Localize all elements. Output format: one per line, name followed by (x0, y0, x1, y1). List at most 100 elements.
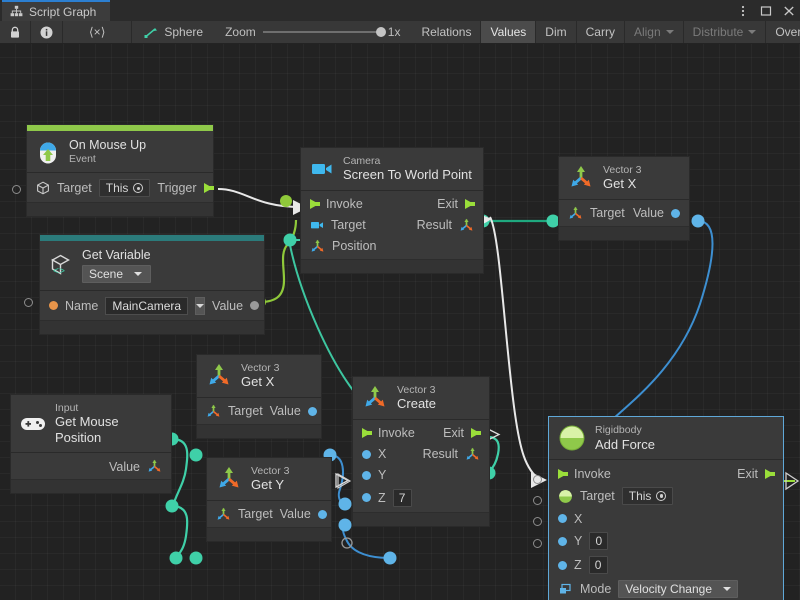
toolbar-button-values[interactable]: Values (481, 21, 537, 43)
port-get-variable-name-external[interactable] (24, 298, 33, 307)
input-port-x[interactable] (362, 449, 371, 459)
input-port-y[interactable] (362, 470, 371, 480)
breadcrumb[interactable]: Sphere (132, 21, 213, 43)
chevron-down-icon (665, 30, 674, 34)
port-rigidbody-mode-external[interactable] (533, 539, 542, 548)
force-mode-dropdown[interactable]: Velocity Change (618, 580, 739, 598)
graph-node-icon (144, 26, 158, 39)
row-target[interactable]: Target Value (197, 401, 321, 422)
zoom-slider-handle[interactable] (375, 27, 386, 37)
vector3-port-icon-value[interactable] (147, 459, 162, 474)
flow-out-port-exit[interactable] (765, 468, 775, 479)
input-port-x[interactable] (558, 514, 567, 523)
port-rigidbody-x-external[interactable] (533, 475, 542, 484)
node-footer (301, 258, 483, 273)
row-label-target: Target (331, 218, 366, 233)
more-options-icon[interactable] (736, 4, 750, 18)
maximize-icon[interactable] (759, 4, 773, 18)
node-camera-screen-to-world-point[interactable]: Camera Screen To World Point Invoke Exit (300, 147, 484, 274)
code-button[interactable]: ⟨×⟩ (63, 21, 133, 43)
input-port-z[interactable] (362, 493, 371, 503)
row-y[interactable]: Y 0 (549, 529, 783, 553)
port-on-mouse-up-target-external[interactable] (12, 185, 21, 194)
input-port-y[interactable] (558, 536, 567, 546)
target-this-chip[interactable]: This (98, 179, 151, 198)
input-port-z[interactable] (558, 560, 567, 570)
row-invoke[interactable]: Invoke Exit (549, 463, 783, 484)
toolbar-button-carry[interactable]: Carry (577, 21, 625, 43)
info-button[interactable] (31, 21, 63, 43)
flow-in-port-invoke[interactable] (310, 199, 320, 210)
row-z[interactable]: Z 7 (353, 486, 489, 510)
input-port-name[interactable] (49, 301, 58, 311)
toolbar-button-overview[interactable]: Overview (766, 21, 800, 43)
row-target[interactable]: Target This (549, 484, 783, 508)
node-title-block: Rigidbody Add Force (595, 424, 655, 452)
z-value-field[interactable]: 7 (392, 488, 412, 507)
row-label-target: Target (238, 507, 273, 522)
lock-button[interactable] (0, 21, 31, 43)
node-rigidbody-add-force[interactable]: Rigidbody Add Force Invoke Exit (548, 416, 784, 600)
output-port-value[interactable] (250, 301, 260, 311)
vector3-port-icon-target[interactable] (206, 404, 221, 419)
row-z[interactable]: Z 0 (549, 553, 783, 577)
node-on-mouse-up[interactable]: On Mouse Up Event Target This (26, 124, 214, 218)
target-picker-icon[interactable] (133, 183, 144, 194)
z-value-field[interactable]: 0 (588, 556, 608, 574)
target-picker-icon[interactable] (656, 491, 667, 501)
y-value-field[interactable]: 0 (589, 532, 609, 550)
close-icon[interactable] (782, 4, 796, 18)
row-invoke[interactable]: Invoke Exit (301, 194, 483, 215)
graph-canvas[interactable]: On Mouse Up Event Target This (0, 44, 800, 600)
row-name[interactable]: Name MainCamera Value (40, 294, 264, 318)
row-y[interactable]: Y (353, 465, 489, 486)
vector3-port-icon-result[interactable] (459, 218, 474, 233)
node-vector3-get-x-top[interactable]: Vector 3 Get X Target Value (558, 156, 690, 241)
row-x[interactable]: X (549, 508, 783, 529)
tab-script-graph[interactable]: Script Graph (2, 0, 111, 21)
target-this-chip[interactable]: This (621, 487, 674, 505)
row-label-target: Target (580, 489, 615, 503)
toolbar-button-relations[interactable]: Relations (412, 21, 482, 43)
row-target[interactable]: Target Value (207, 504, 331, 525)
flow-in-port-invoke[interactable] (362, 428, 372, 439)
row-value[interactable]: Value (11, 456, 171, 477)
vector3-port-icon-result[interactable] (465, 447, 480, 462)
node-input-get-mouse-position[interactable]: Input Get Mouse Position Value (10, 394, 172, 495)
camera-icon (310, 157, 334, 181)
node-subtitle: Vector 3 (603, 164, 642, 176)
toolbar-button-align[interactable]: Align (625, 21, 684, 43)
flow-in-port-invoke[interactable] (558, 468, 568, 479)
vector3-port-icon-target[interactable] (568, 206, 583, 221)
vector3-port-icon-target[interactable] (216, 507, 231, 522)
zoom-slider[interactable] (262, 27, 386, 37)
port-rigidbody-y-external[interactable] (533, 496, 542, 505)
row-target[interactable]: Target Value (559, 203, 689, 224)
row-label-trigger: Trigger (157, 181, 197, 196)
output-port-value[interactable] (671, 208, 680, 218)
row-mode[interactable]: Mode Velocity Change (549, 577, 783, 600)
node-vector3-get-x-mid[interactable]: Vector 3 Get X Target Value (196, 354, 322, 439)
vector3-port-icon-position[interactable] (310, 239, 325, 254)
row-target[interactable]: Target This Trigger (27, 176, 214, 200)
zoom-value: 1x (387, 25, 401, 39)
port-rigidbody-z-external[interactable] (533, 517, 542, 526)
variable-name-dropdown-button[interactable] (195, 296, 206, 315)
row-invoke[interactable]: Invoke Exit (353, 423, 489, 444)
output-port-value[interactable] (307, 406, 317, 416)
node-vector3-get-y-mid[interactable]: Vector 3 Get Y Target Value (206, 457, 332, 542)
zoom-control[interactable]: Zoom 1x (213, 21, 412, 43)
output-port-value[interactable] (317, 509, 327, 519)
row-target[interactable]: Target Result (301, 215, 483, 236)
row-position[interactable]: Position (301, 236, 483, 257)
flow-out-port-trigger[interactable] (203, 183, 214, 194)
variable-kind-dropdown[interactable]: Scene (82, 264, 151, 283)
row-x[interactable]: X Result (353, 444, 489, 465)
node-get-variable[interactable]: <> Get Variable Scene Name MainCamera (39, 234, 265, 335)
node-vector3-create[interactable]: Vector 3 Create Invoke Exit X (352, 376, 490, 527)
flow-out-port-exit[interactable] (471, 428, 481, 439)
flow-out-port-exit[interactable] (465, 199, 475, 210)
toolbar-button-distribute[interactable]: Distribute (684, 21, 767, 43)
variable-name-field[interactable]: MainCamera (105, 296, 189, 315)
toolbar-button-dim[interactable]: Dim (536, 21, 577, 43)
